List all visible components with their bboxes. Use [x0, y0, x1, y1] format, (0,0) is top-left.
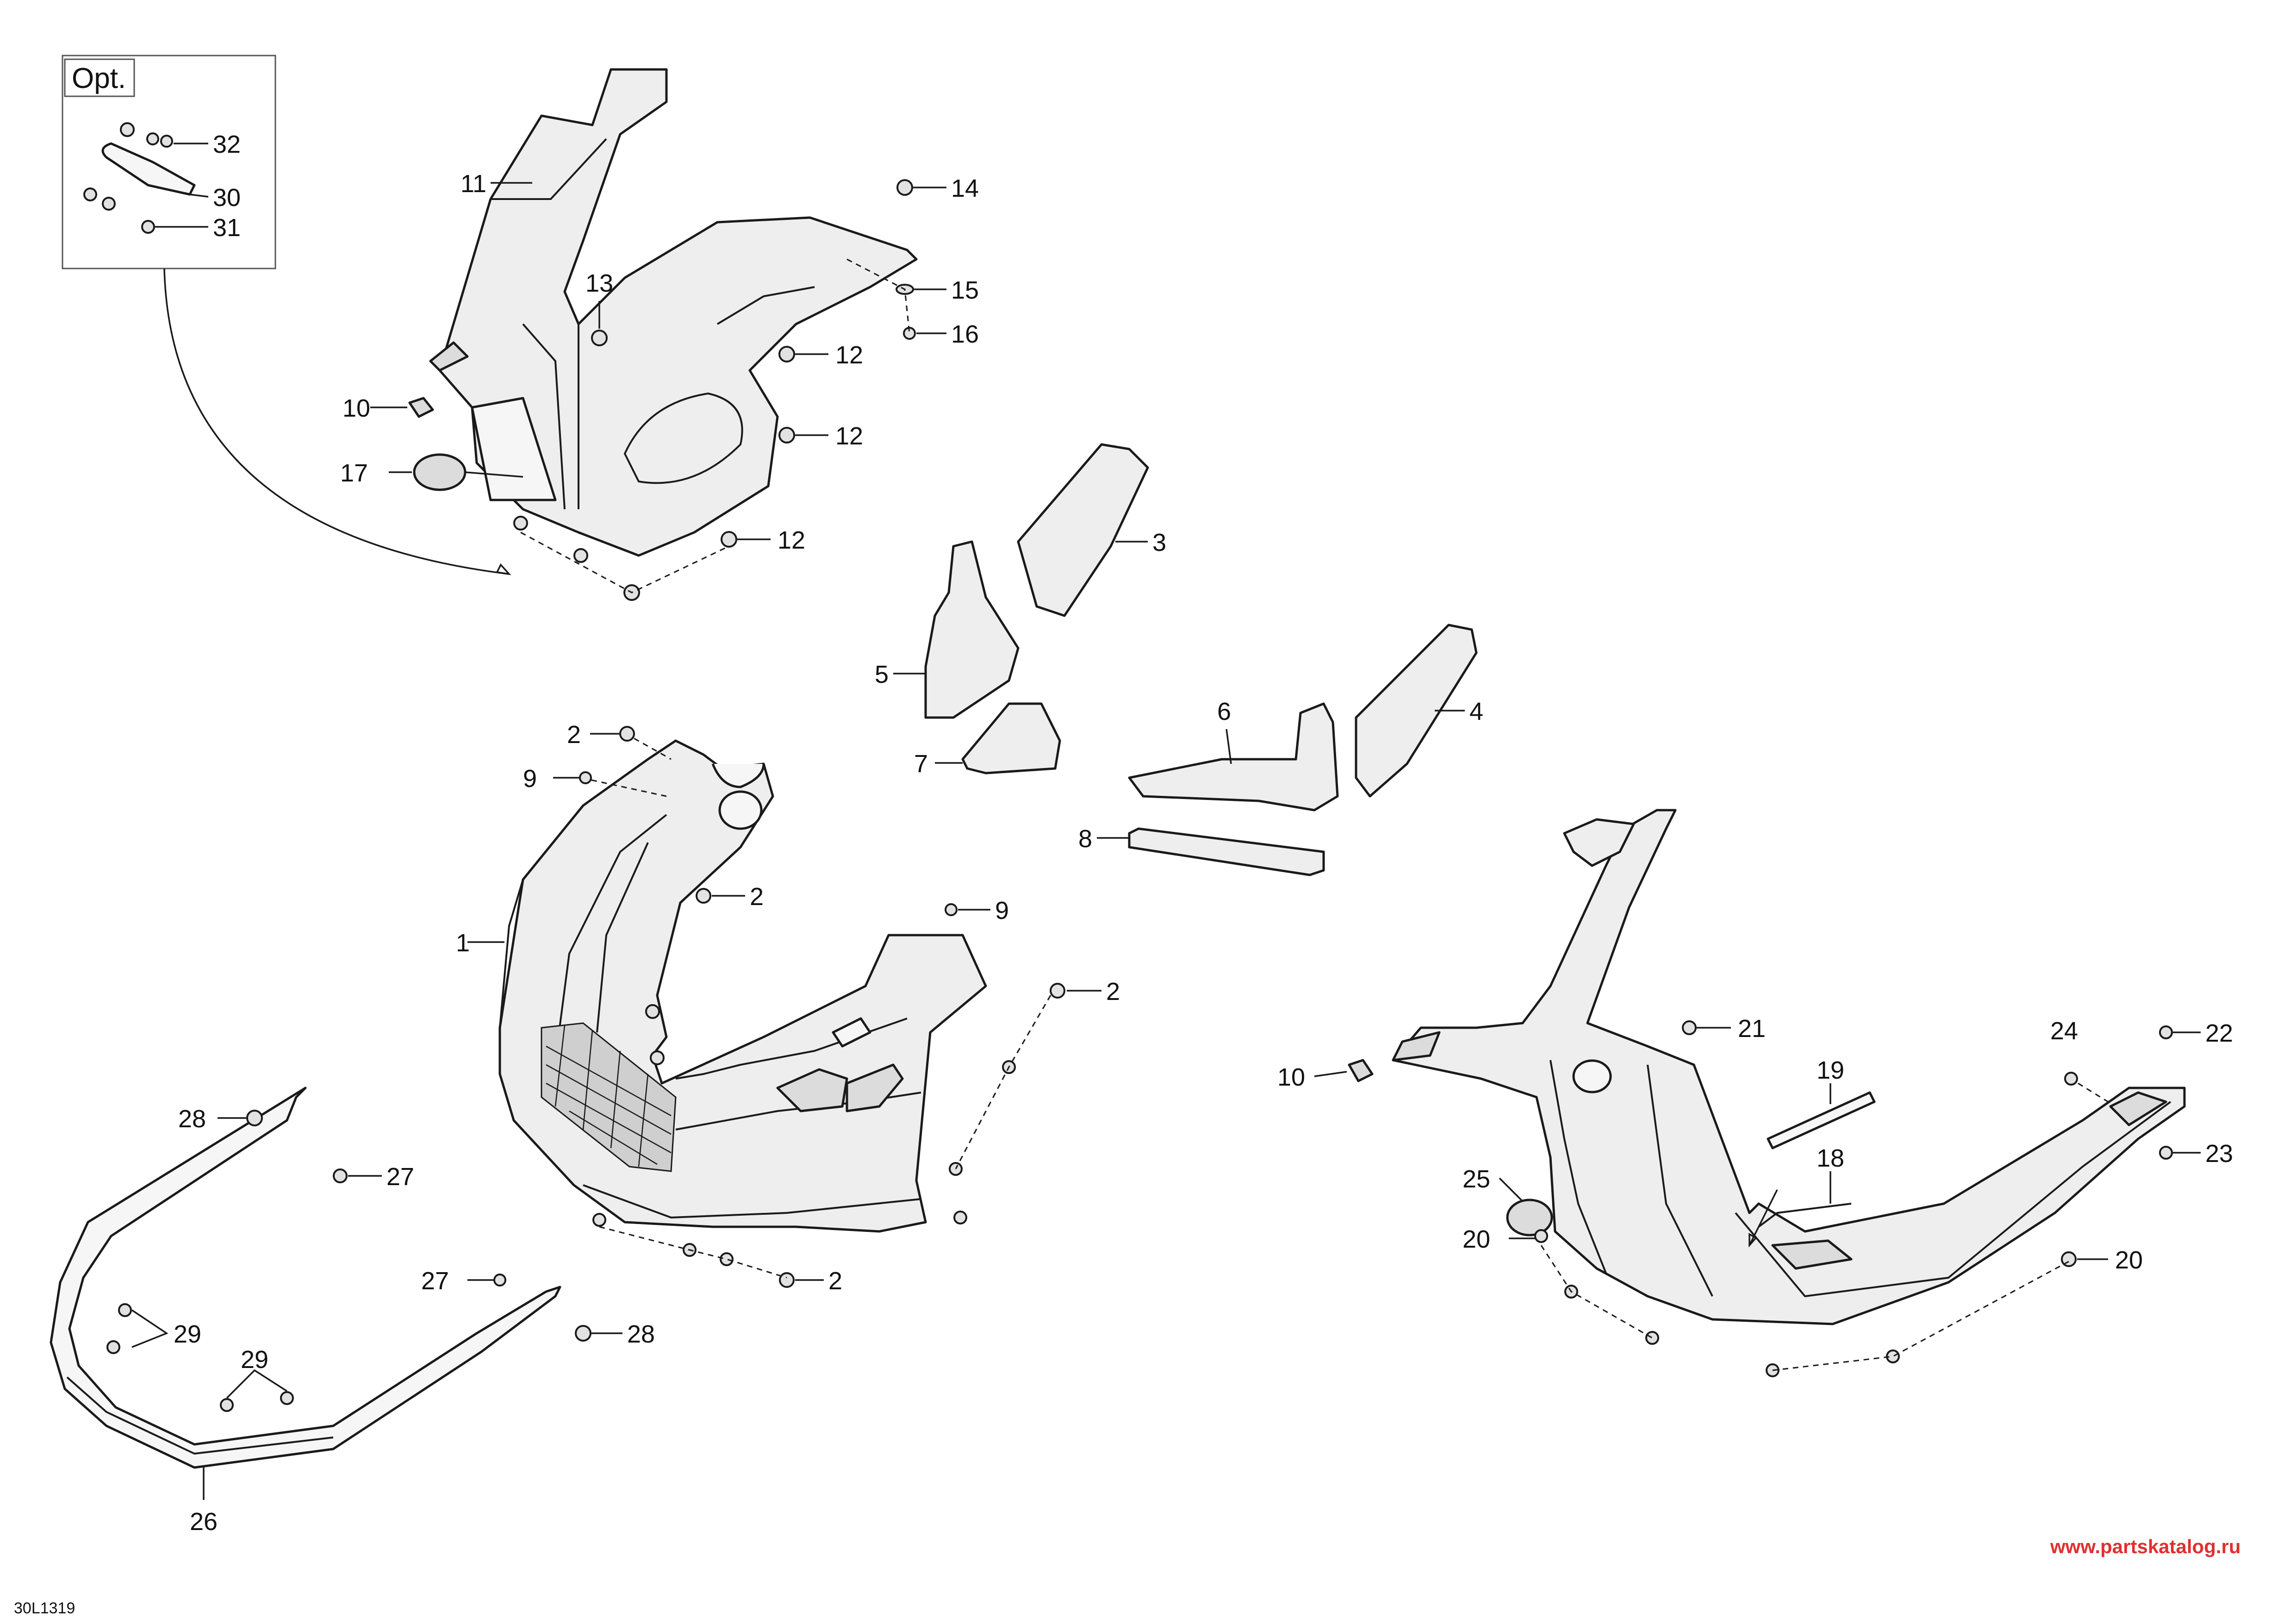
watermark-link[interactable]: www.partskatalog.ru: [2050, 1536, 2241, 1557]
callout-17: 17: [340, 459, 368, 487]
callout-2d: 2: [828, 1267, 842, 1295]
callout-26: 26: [190, 1508, 218, 1536]
callout-32: 32: [213, 131, 241, 158]
plug-17: [413, 453, 467, 491]
callout-9b: 9: [995, 897, 1009, 924]
callout-4: 4: [1469, 698, 1483, 725]
optional-box-label: Opt.: [72, 62, 126, 94]
callout-12b: 12: [835, 422, 863, 450]
plug-25: [1506, 1199, 1553, 1237]
bumper-tube-26: [50, 1087, 622, 1500]
callout-22: 22: [2205, 1019, 2233, 1047]
diagram-code: 30L1319: [14, 1599, 75, 1617]
pad-6: [1128, 702, 1339, 812]
housing-fasteners: [553, 726, 1101, 1288]
pad-5: [924, 540, 1020, 719]
front-housing-1: [467, 739, 987, 1233]
callout-23: 23: [2205, 1140, 2233, 1168]
callout-27a: 27: [386, 1163, 414, 1191]
callout-21: 21: [1738, 1015, 1766, 1043]
callout-2b: 2: [750, 883, 764, 911]
callout-1: 1: [456, 929, 470, 957]
pads-group: [893, 443, 1478, 876]
callout-10b: 10: [1277, 1063, 1305, 1091]
callout-20b: 20: [2115, 1246, 2143, 1274]
callout-11: 11: [460, 170, 486, 198]
callout-29a: 29: [174, 1320, 201, 1348]
callout-27b: 27: [421, 1267, 449, 1295]
clip-10-lower: [1348, 1059, 1374, 1082]
callout-3: 3: [1152, 529, 1166, 556]
callout-2c: 2: [1106, 978, 1120, 1006]
callout-28b: 28: [627, 1320, 655, 1348]
callout-9a: 9: [523, 765, 537, 793]
callout-10a: 10: [342, 394, 370, 422]
callout-12a: 12: [835, 341, 863, 369]
strip-19: [1767, 1091, 1876, 1149]
callout-24: 24: [2050, 1017, 2078, 1045]
callout-30: 30: [213, 184, 241, 212]
callout-5: 5: [875, 661, 889, 688]
callout-labels: 1 2 2 2 2 2 3 4 5 6 7 8 9 9 10 10 11 12 …: [174, 131, 2233, 1536]
callout-20a: 20: [1462, 1225, 1490, 1253]
callout-12c: 12: [778, 526, 805, 554]
pad-4: [1355, 624, 1478, 798]
callout-8: 8: [1078, 825, 1092, 853]
upper-fasteners: [370, 179, 946, 601]
screw-12b: [778, 427, 795, 443]
screw-13: [591, 330, 608, 346]
optional-kit-box: Opt.: [62, 55, 511, 575]
clip-10-upper: [408, 397, 434, 418]
callout-15: 15: [951, 276, 979, 304]
pad-8: [1128, 827, 1325, 876]
callout-14: 14: [951, 175, 979, 202]
pad-3: [1017, 443, 1149, 617]
callout-28a: 28: [178, 1105, 206, 1133]
callout-6: 6: [1217, 698, 1231, 725]
grille-mesh: [546, 1025, 672, 1167]
pad-7: [961, 702, 1061, 775]
callout-31: 31: [213, 214, 241, 242]
callout-13: 13: [585, 269, 613, 297]
callout-19: 19: [1817, 1056, 1844, 1084]
callout-2a: 2: [567, 721, 581, 749]
lower-housing-18: [1314, 809, 2201, 1377]
callout-18: 18: [1817, 1144, 1844, 1172]
screw-12a: [778, 346, 795, 362]
screw-12c: [721, 531, 737, 548]
screw-14: [896, 179, 913, 196]
callout-29b: 29: [241, 1346, 268, 1374]
upper-support-assembly: [429, 68, 918, 557]
callout-7: 7: [914, 750, 928, 778]
callout-25: 25: [1462, 1165, 1490, 1193]
callout-16: 16: [951, 320, 979, 348]
